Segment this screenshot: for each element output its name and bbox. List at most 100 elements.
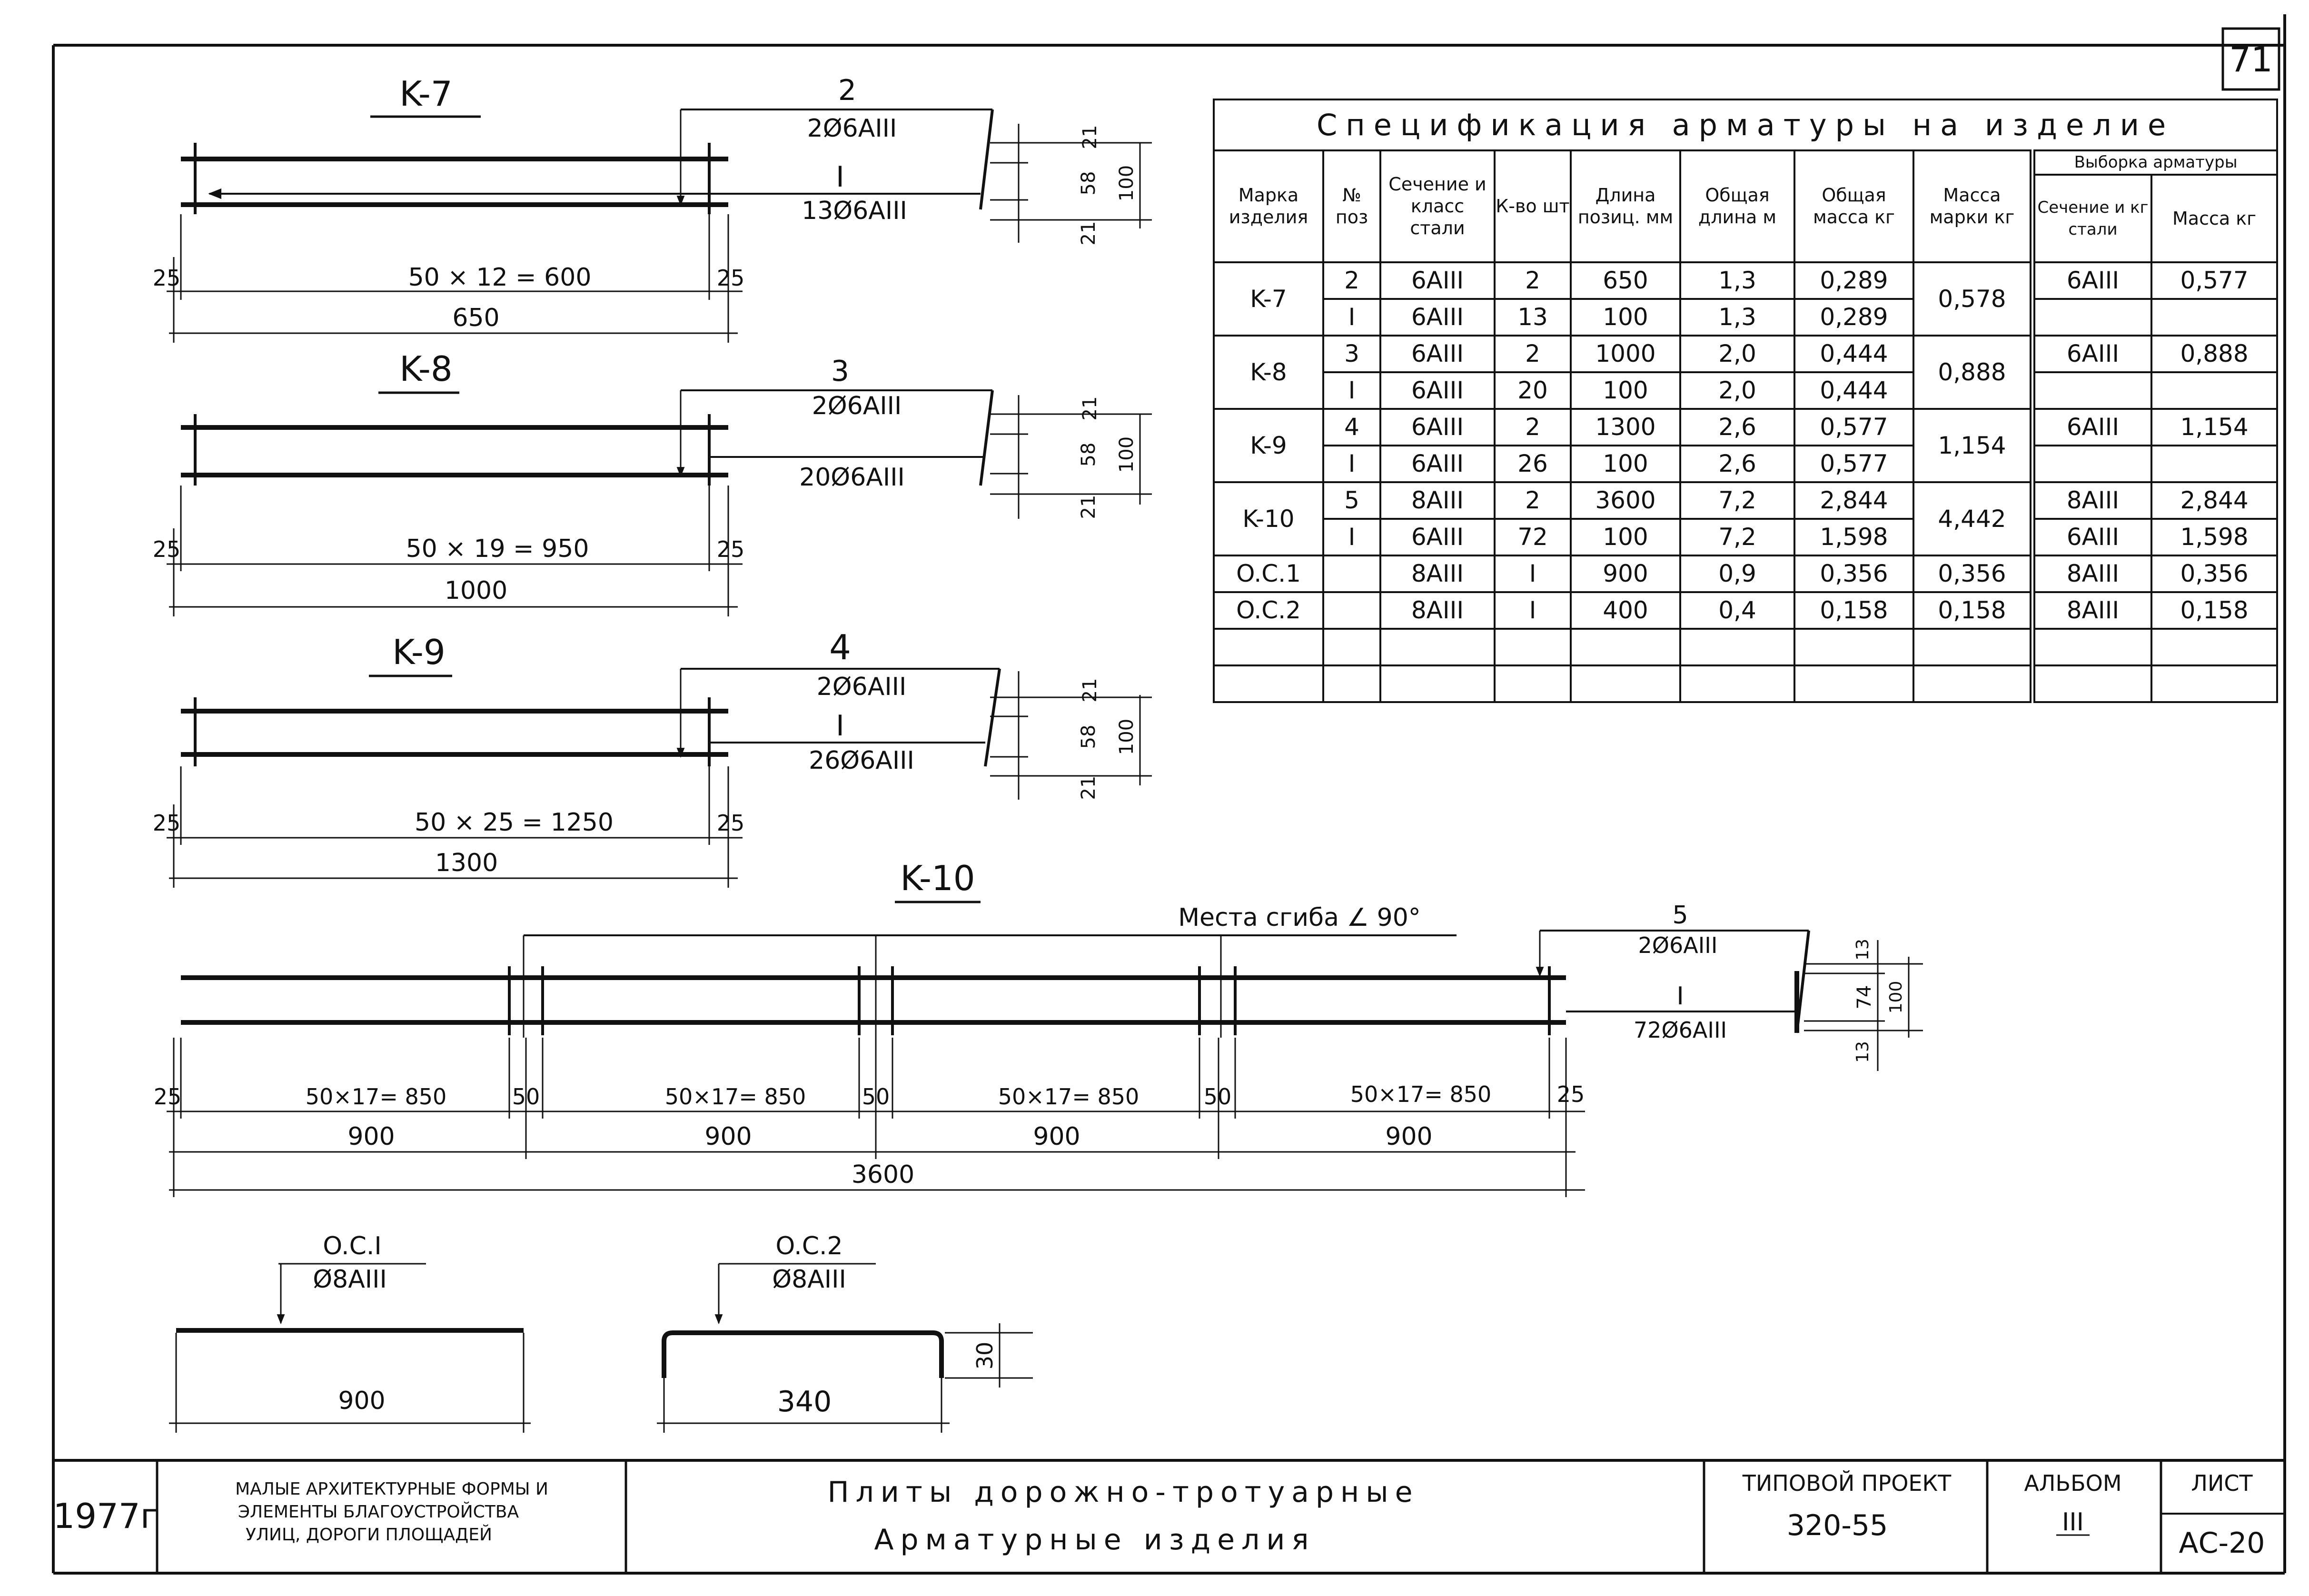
drawing-k7: K-7 2 2Ø6AIII I 13Ø6AIII 25 50 × 12 = 60…	[153, 74, 1152, 343]
k10-dim-v-total: 100	[1886, 981, 1906, 1014]
k10-dim-seg1: 50×17= 850	[306, 1084, 447, 1110]
title-block-org-line2: ЭЛЕМЕНТЫ БЛАГОУСТРОЙСТВА	[238, 1502, 519, 1522]
k7-title: K-7	[399, 74, 452, 114]
os2-spec: Ø8AIII	[772, 1265, 846, 1294]
cell-length: 100	[1570, 444, 1681, 483]
k10-pos-top-num: 5	[1672, 901, 1688, 930]
os2-height: 30	[972, 1342, 998, 1370]
cell-section: 6AIII	[1379, 517, 1496, 556]
cell-mark: K-8	[1213, 334, 1324, 410]
cell-total-mass: 0,444	[1794, 371, 1914, 410]
k8-dim-v-total: 100	[1116, 436, 1138, 473]
k9-dim-middle: 50 × 25 = 1250	[415, 808, 614, 837]
cell-length: 100	[1570, 371, 1681, 410]
cell-sel-section	[2032, 371, 2152, 410]
cell-total-len: 2,0	[1679, 371, 1795, 410]
cell-section: 6AIII	[1379, 261, 1496, 300]
cell-total-len: 1,3	[1679, 261, 1795, 300]
cell-section: 8AIII	[1379, 591, 1496, 630]
table-row: I 6AIII 20 100 2,0 0,444	[1214, 371, 2279, 410]
k8-pos-top-spec: 2Ø6AIII	[812, 392, 902, 420]
cell-total-len: 0,4	[1679, 591, 1795, 630]
k10-dim-gap3: 50	[1204, 1084, 1232, 1110]
cell-mark: O.C.1	[1213, 554, 1324, 593]
cell-sel-section	[2032, 297, 2152, 337]
k9-dim-v-total: 100	[1116, 719, 1138, 755]
cell-total-len: 2,6	[1679, 444, 1795, 483]
k8-dim-right: 25	[717, 536, 745, 562]
cell-mark-mass: 0,356	[1913, 554, 2035, 593]
header-selection: Выборка арматуры	[2031, 149, 2279, 176]
cell-sel-section: 6AIII	[2032, 407, 2152, 446]
k10-dim-right: 25	[1557, 1081, 1585, 1107]
k10-dim-left: 25	[154, 1084, 182, 1110]
title-block-org-line3: УЛИЦ, ДОРОГИ ПЛОЩАДЕЙ	[246, 1525, 492, 1545]
cell-pos	[1322, 591, 1381, 630]
cell-pos: 5	[1322, 481, 1381, 520]
cell-length: 1300	[1570, 407, 1681, 446]
k7-pos-top-num: 2	[838, 74, 856, 107]
cell-sel-mass: 2,844	[2150, 481, 2279, 520]
k9-pos-top-num: 4	[829, 627, 851, 667]
cell-section: 8AIII	[1379, 554, 1496, 593]
drawing-os1: O.C.I Ø8AIII 900	[169, 1232, 531, 1433]
k7-dim-v-mid: 58	[1078, 171, 1100, 196]
cell-section: 6AIII	[1379, 371, 1496, 410]
k8-dim-v-top: 21	[1079, 397, 1101, 421]
k10-pos-bot-num: I	[1676, 982, 1684, 1011]
k8-pos-bot-spec: 20Ø6AIII	[799, 463, 905, 492]
cell-sel-mass	[2150, 371, 2279, 410]
table-row: O.C.2 8AIII I 400 0,4 0,158 0,158 8AIII …	[1213, 591, 2279, 630]
header-sel-section: Сечение и кг стали	[2032, 174, 2152, 263]
k7-pos-top-spec: 2Ø6AIII	[807, 114, 897, 143]
title-block-title-line2: Арматурные изделия	[874, 1523, 1315, 1556]
cell-pos: 4	[1322, 407, 1381, 446]
k10-dim-span2: 900	[704, 1122, 752, 1151]
cell-total-len: 7,2	[1679, 517, 1795, 556]
cell-pos: 3	[1322, 334, 1381, 373]
k8-dim-left: 25	[153, 536, 181, 562]
k10-dim-span1: 900	[347, 1122, 395, 1151]
cell-length: 900	[1570, 554, 1681, 593]
os1-title: O.C.I	[323, 1232, 382, 1260]
table-row: I 6AIII 72 100 7,2 1,598 6AIII 1,598	[1214, 517, 2279, 556]
cell-sel-section: 8AIII	[2032, 591, 2152, 630]
table-row-empty	[1213, 627, 2279, 666]
title-block-album-label: АЛЬБОМ	[2024, 1470, 2121, 1496]
header-sel-mass: Масса кг	[2150, 174, 2279, 263]
k10-dim-seg3: 50×17= 850	[998, 1084, 1140, 1110]
cell-sel-mass: 0,158	[2150, 591, 2279, 630]
cell-total-len: 0,9	[1679, 554, 1795, 593]
cell-sel-mass	[2150, 444, 2279, 483]
cell-total-mass: 0,289	[1794, 297, 1914, 337]
cell-sel-mass: 0,577	[2150, 261, 2279, 300]
title-block-project-number: 320-55	[1787, 1509, 1888, 1542]
cell-sel-section: 6AIII	[2032, 261, 2152, 300]
k10-dim-span4: 900	[1385, 1122, 1432, 1151]
cell-total-mass: 0,158	[1794, 591, 1914, 630]
cell-sel-section: 6AIII	[2032, 517, 2152, 556]
cell-length: 400	[1570, 591, 1681, 630]
cell-mark-mass: 0,578	[1913, 261, 2035, 337]
cell-total-len: 1,3	[1679, 297, 1795, 337]
cell-qty: 20	[1494, 371, 1572, 410]
k8-dim-total: 1000	[445, 576, 507, 605]
cell-sel-section: 6AIII	[2032, 334, 2152, 373]
cell-mark-mass: 0,888	[1913, 334, 2035, 410]
k9-dim-v-bot: 21	[1078, 776, 1100, 800]
k10-title: K-10	[900, 858, 975, 898]
k9-title: K-9	[392, 632, 445, 672]
k9-pos-top-spec: 2Ø6AIII	[817, 673, 907, 701]
k7-pos-bot-num: I	[836, 160, 844, 194]
title-block-title-line1: Плиты дорожно-тротуарные	[827, 1476, 1419, 1509]
cell-length: 1000	[1570, 334, 1681, 373]
table-row: K-10 5 8AIII 2 3600 7,2 2,844 4,442 8AII…	[1213, 481, 2279, 556]
k7-dim-middle: 50 × 12 = 600	[408, 263, 592, 292]
drawing-k9: K-9 4 2Ø6AIII I 26Ø6AIII 25 50 × 25 = 12…	[153, 627, 1152, 888]
title-block: 1977г МАЛЫЕ АРХИТЕКТУРНЫЕ ФОРМЫ И ЭЛЕМЕН…	[53, 1459, 2285, 1573]
sheet-number: 71	[2229, 40, 2273, 79]
k8-dim-middle: 50 × 19 = 950	[406, 535, 589, 563]
k9-dim-left: 25	[153, 810, 181, 836]
cell-length: 100	[1570, 297, 1681, 337]
drawing-os2: O.C.2 Ø8AIII 340 30	[657, 1232, 1033, 1433]
